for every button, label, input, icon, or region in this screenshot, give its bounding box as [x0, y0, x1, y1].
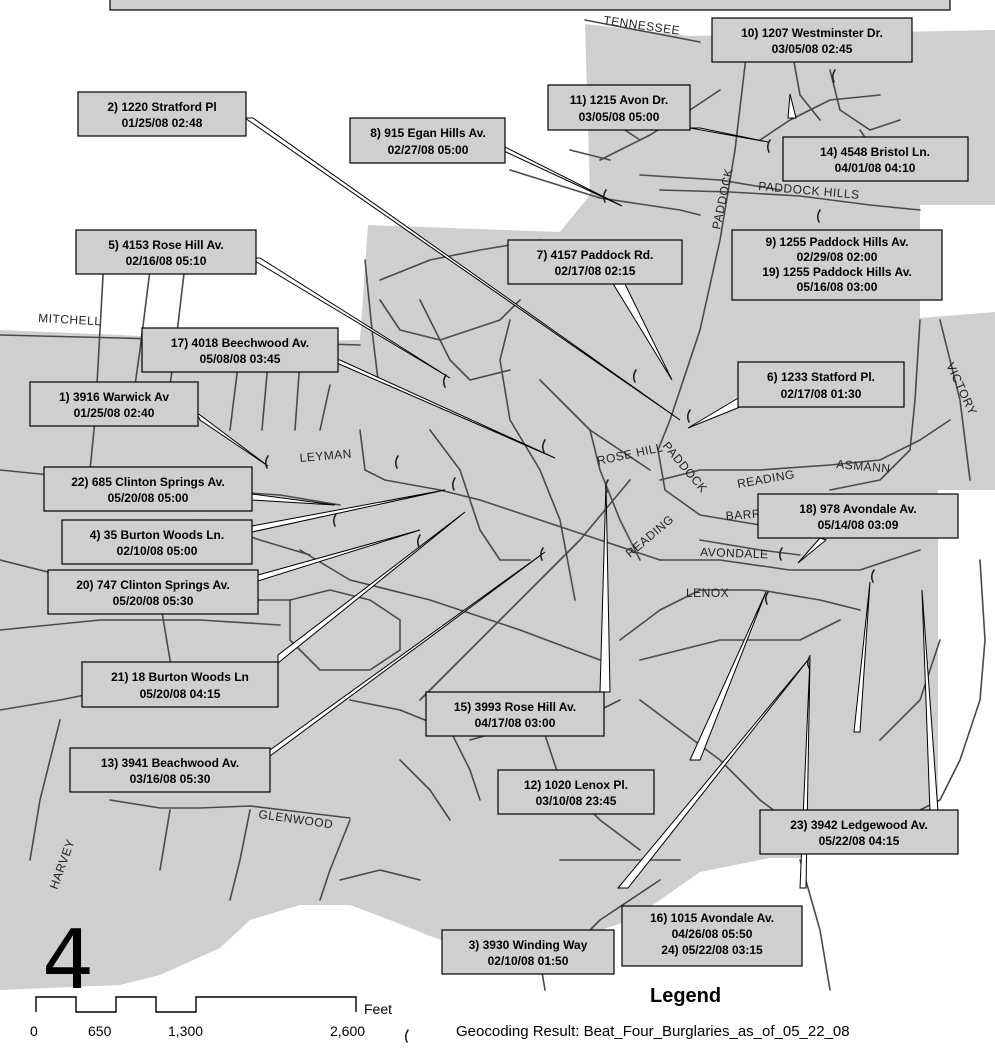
svg-text:16) 1015 Avondale Av.: 16) 1015 Avondale Av.	[650, 911, 774, 925]
svg-text:19) 1255 Paddock Hills Av.: 19) 1255 Paddock Hills Av.	[762, 265, 912, 279]
svg-text:2) 1220 Stratford Pl: 2) 1220 Stratford Pl	[107, 100, 216, 114]
callout-incident-2: 2) 1220 Stratford Pl 01/25/08 02:48	[77, 91, 247, 137]
callout-incident-16-24: 16) 1015 Avondale Av. 04/26/08 05:50 24)…	[621, 905, 803, 967]
callout-incident-15: 15) 3993 Rose Hill Av. 04/17/08 03:00	[425, 691, 605, 737]
svg-text:5) 4153 Rose Hill Av.: 5) 4153 Rose Hill Av.	[108, 238, 224, 252]
svg-text:05/20/08 05:30: 05/20/08 05:30	[113, 594, 194, 608]
legend-title: Legend	[650, 985, 721, 1007]
title-strip	[109, 0, 951, 11]
svg-text:9) 1255 Paddock Hills Av.: 9) 1255 Paddock Hills Av.	[766, 235, 909, 249]
svg-text:8) 915 Egan Hills Av.: 8) 915 Egan Hills Av.	[370, 126, 486, 140]
callout-incident-18: 18) 978 Avondale Av. 05/14/08 03:09	[757, 493, 959, 539]
svg-text:03/05/08 05:00: 03/05/08 05:00	[579, 110, 660, 124]
svg-text:20) 747 Clinton Springs Av.: 20) 747 Clinton Springs Av.	[76, 578, 230, 592]
svg-text:6) 1233 Statford Pl.: 6) 1233 Statford Pl.	[767, 370, 875, 384]
svg-text:02/17/08 02:15: 02/17/08 02:15	[555, 264, 636, 278]
legend: Legend Geocoding Result: Beat_Four_Burgl…	[404, 985, 850, 1043]
svg-text:13) 3941 Beachwood Av.: 13) 3941 Beachwood Av.	[101, 756, 239, 770]
street-label-avondale: AVONDALE	[700, 545, 769, 561]
street-label-mitchell: MITCHELL	[38, 311, 102, 328]
svg-text:02/27/08 05:00: 02/27/08 05:00	[388, 143, 469, 157]
svg-text:23) 3942 Ledgewood Av.: 23) 3942 Ledgewood Av.	[790, 818, 928, 832]
svg-text:14) 4548 Bristol Ln.: 14) 4548 Bristol Ln.	[820, 145, 930, 159]
svg-text:22) 685 Clinton Springs Av.: 22) 685 Clinton Springs Av.	[71, 475, 225, 489]
callout-incident-14: 14) 4548 Bristol Ln. 04/01/08 04:10	[782, 136, 969, 182]
svg-text:12) 1020 Lenox Pl.: 12) 1020 Lenox Pl.	[524, 778, 628, 792]
callout-incident-8: 8) 915 Egan Hills Av. 02/27/08 05:00	[349, 117, 506, 164]
svg-text:17) 4018 Beechwood Av.: 17) 4018 Beechwood Av.	[171, 336, 309, 350]
burglary-markers	[264, 69, 875, 669]
svg-text:05/20/08 05:00: 05/20/08 05:00	[108, 491, 189, 505]
svg-text:04/17/08 03:00: 04/17/08 03:00	[475, 716, 556, 730]
svg-text:7) 4157 Paddock Rd.: 7) 4157 Paddock Rd.	[537, 248, 654, 262]
callout-incident-9-19: 9) 1255 Paddock Hills Av. 02/29/08 02:00…	[731, 229, 943, 301]
svg-text:11) 1215 Avon Dr.: 11) 1215 Avon Dr.	[570, 93, 669, 107]
svg-text:4) 35 Burton Woods Ln.: 4) 35 Burton Woods Ln.	[90, 528, 224, 542]
callout-incident-3: 3) 3930 Winding Way 02/10/08 01:50	[441, 929, 615, 975]
scale-bar: Feet 0 650 1,300 2,600	[30, 996, 392, 1039]
callout-leaders	[195, 93, 939, 889]
svg-text:1) 3916 Warwick Av: 1) 3916 Warwick Av	[59, 390, 169, 404]
svg-text:21) 18 Burton Woods Ln: 21) 18 Burton Woods Ln	[111, 670, 249, 684]
svg-text:02/10/08 01:50: 02/10/08 01:50	[488, 954, 569, 968]
svg-text:01/25/08 02:48: 01/25/08 02:48	[122, 116, 203, 130]
scale-tick-2600: 2,600	[330, 1023, 365, 1039]
scale-unit: Feet	[364, 1001, 392, 1017]
svg-text:05/16/08 03:00: 05/16/08 03:00	[797, 280, 878, 294]
beat-number: 4	[42, 913, 94, 1008]
scale-tick-650: 650	[88, 1023, 112, 1039]
callout-incident-17: 17) 4018 Beechwood Av. 05/08/08 03:45	[141, 327, 339, 373]
svg-text:02/17/08 01:30: 02/17/08 01:30	[781, 387, 862, 401]
scale-tick-1300: 1,300	[168, 1023, 203, 1039]
legend-entry: Geocoding Result: Beat_Four_Burglaries_a…	[456, 1023, 850, 1040]
callout-incident-10: 10) 1207 Westminster Dr. 03/05/08 02:45	[711, 17, 913, 63]
svg-text:04/26/08 05:50: 04/26/08 05:50	[672, 927, 753, 941]
street-label-leyman: LEYMAN	[299, 446, 352, 465]
callout-incident-6: 6) 1233 Statford Pl. 02/17/08 01:30	[737, 361, 905, 408]
burglary-marker-icon	[404, 1029, 409, 1043]
callout-incident-5: 5) 4153 Rose Hill Av. 02/16/08 05:10	[75, 229, 257, 275]
callout-incident-21: 21) 18 Burton Woods Ln 05/20/08 04:15	[81, 661, 279, 708]
svg-text:03/05/08 02:45: 03/05/08 02:45	[772, 42, 853, 56]
callout-incident-11: 11) 1215 Avon Dr. 03/05/08 05:00	[547, 84, 691, 131]
svg-text:3) 3930 Winding Way: 3) 3930 Winding Way	[469, 938, 588, 952]
svg-text:05/20/08 04:15: 05/20/08 04:15	[140, 687, 221, 701]
callout-incident-4: 4) 35 Burton Woods Ln. 02/10/08 05:00	[61, 519, 253, 565]
svg-text:05/14/08 03:09: 05/14/08 03:09	[818, 518, 899, 532]
callout-incident-1: 1) 3916 Warwick Av 01/25/08 02:40	[29, 381, 199, 427]
svg-text:05/08/08 03:45: 05/08/08 03:45	[200, 352, 281, 366]
svg-text:01/25/08 02:40: 01/25/08 02:40	[74, 406, 155, 420]
callout-incident-22: 22) 685 Clinton Springs Av. 05/20/08 05:…	[43, 466, 253, 512]
scale-tick-0: 0	[30, 1023, 38, 1039]
svg-text:24) 05/22/08 03:15: 24) 05/22/08 03:15	[661, 943, 763, 957]
svg-text:02/29/08 02:00: 02/29/08 02:00	[797, 250, 878, 264]
svg-text:05/22/08 04:15: 05/22/08 04:15	[819, 834, 900, 848]
street-label-asmann: ASMANN	[836, 457, 891, 476]
svg-text:03/16/08 05:30: 03/16/08 05:30	[130, 772, 211, 786]
callout-incident-13: 13) 3941 Beachwood Av. 03/16/08 05:30	[69, 747, 271, 793]
svg-text:18) 978 Avondale Av.: 18) 978 Avondale Av.	[799, 502, 916, 516]
svg-text:02/10/08 05:00: 02/10/08 05:00	[117, 544, 198, 558]
svg-text:15) 3993 Rose Hill Av.: 15) 3993 Rose Hill Av.	[454, 700, 576, 714]
callout-incident-12: 12) 1020 Lenox Pl. 03/10/08 23:45	[497, 769, 655, 815]
street-label-lenox: LENOX	[686, 586, 729, 600]
callout-incident-7: 7) 4157 Paddock Rd. 02/17/08 02:15	[507, 239, 683, 285]
callout-incident-20: 20) 747 Clinton Springs Av. 05/20/08 05:…	[47, 569, 259, 615]
callout-incident-23: 23) 3942 Ledgewood Av. 05/22/08 04:15	[759, 809, 959, 855]
incident-callouts: 10) 1207 Westminster Dr. 03/05/08 02:45 …	[29, 17, 969, 975]
svg-text:03/10/08 23:45: 03/10/08 23:45	[536, 794, 617, 808]
svg-text:10) 1207 Westminster Dr.: 10) 1207 Westminster Dr.	[741, 26, 883, 40]
svg-text:04/01/08 04:10: 04/01/08 04:10	[835, 161, 916, 175]
svg-text:02/16/08 05:10: 02/16/08 05:10	[126, 254, 207, 268]
